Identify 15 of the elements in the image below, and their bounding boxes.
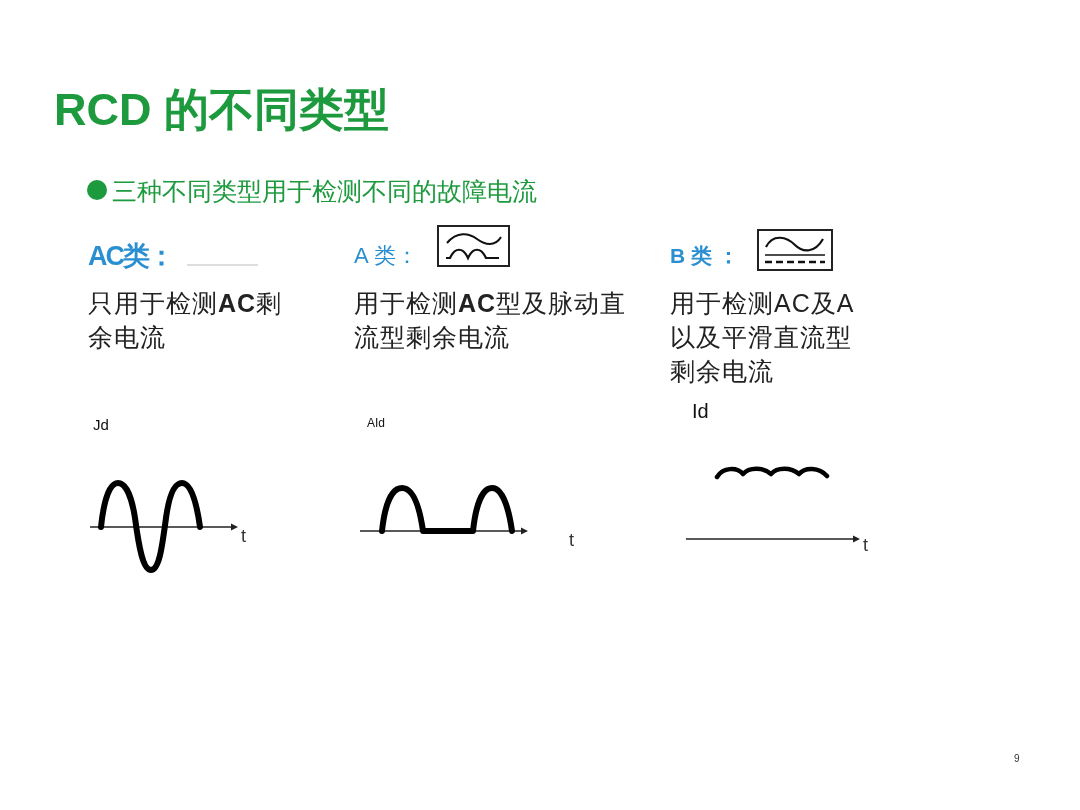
axis-label: Id: [692, 400, 709, 423]
page-number: 9: [1014, 753, 1020, 764]
description: 用于检测AC及A以及平滑直流型剩余电流: [670, 288, 856, 387]
type-heading: AC类：: [88, 240, 173, 273]
subtitle: 三种不同类型用于检测不同的故障电流: [112, 176, 537, 207]
axis-label: AId: [367, 416, 385, 430]
axis-label: Jd: [93, 416, 109, 433]
description: 只用于检测AC剩余电流: [88, 288, 284, 353]
type-heading: A 类：: [354, 242, 418, 270]
type-heading: B 类 ：: [670, 243, 739, 269]
axis-label: t: [863, 535, 868, 556]
slide-title: RCD 的不同类型: [54, 83, 389, 137]
axis-label: t: [569, 530, 574, 551]
description: 用于检测AC型及脉动直流型剩余电流: [354, 288, 628, 353]
axis-label: t: [241, 526, 246, 547]
